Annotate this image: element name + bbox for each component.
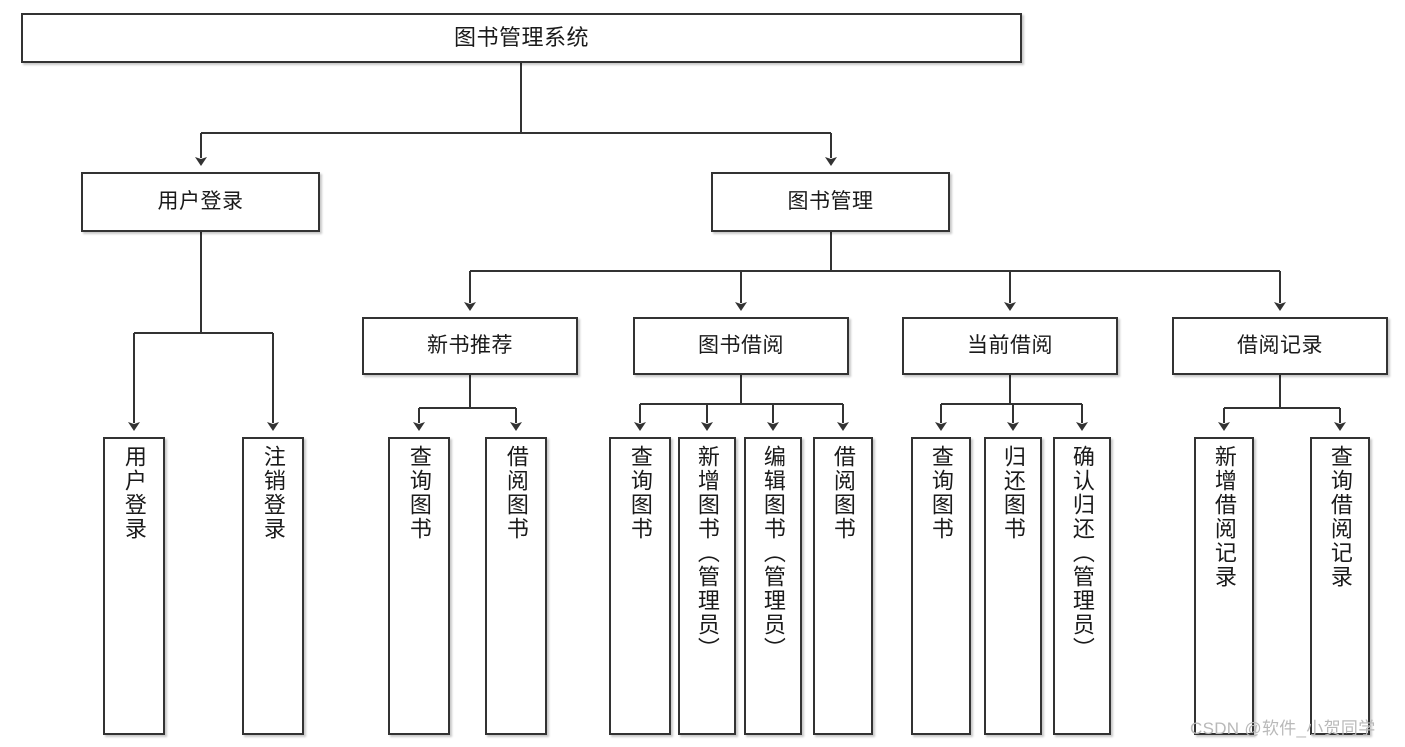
node-book-management-label: 图书管理 [787,190,874,214]
node-leaf-query-book-borrow-label: 查询图书 [627,445,653,541]
node-leaf-query-book-recommend[interactable]: 查询图书 [388,437,450,735]
node-leaf-add-book[interactable]: 新增图书（管理员） [678,437,736,735]
node-leaf-borrow-book-recommend[interactable]: 借阅图书 [485,437,547,735]
node-borrow-record[interactable]: 借阅记录 [1172,317,1388,375]
node-book-borrow-label: 图书借阅 [698,334,784,358]
node-leaf-logout-label: 注销登录 [260,445,286,541]
node-leaf-return-book-label: 归还图书 [1000,445,1026,541]
node-current-borrow-label: 当前借阅 [967,334,1053,358]
node-leaf-borrow-book[interactable]: 借阅图书 [813,437,873,735]
node-current-borrow[interactable]: 当前借阅 [902,317,1118,375]
node-leaf-edit-book[interactable]: 编辑图书（管理员） [744,437,802,735]
node-leaf-query-book-borrow[interactable]: 查询图书 [609,437,671,735]
node-leaf-add-borrow-record-label: 新增借阅记录 [1211,445,1237,589]
node-leaf-query-book-current[interactable]: 查询图书 [911,437,971,735]
node-root-label: 图书管理系统 [453,24,589,50]
node-new-book-recommend[interactable]: 新书推荐 [362,317,578,375]
node-leaf-query-book-recommend-label: 查询图书 [406,445,432,541]
node-leaf-query-borrow-record-label: 查询借阅记录 [1327,445,1353,589]
node-leaf-query-book-current-label: 查询图书 [928,445,954,541]
node-book-borrow[interactable]: 图书借阅 [633,317,849,375]
node-leaf-add-borrow-record[interactable]: 新增借阅记录 [1194,437,1254,735]
node-leaf-confirm-return-label: 确认归还（管理员） [1069,445,1095,661]
node-leaf-edit-book-label: 编辑图书（管理员） [760,445,786,661]
node-leaf-user-login-label: 用户登录 [121,445,147,541]
node-user-login-label: 用户登录 [157,190,244,214]
watermark: CSDN @软件_小贺同学 [1190,719,1376,738]
node-leaf-user-login[interactable]: 用户登录 [103,437,165,735]
node-book-management[interactable]: 图书管理 [711,172,950,232]
node-leaf-logout[interactable]: 注销登录 [242,437,304,735]
node-new-book-recommend-label: 新书推荐 [427,334,513,358]
node-leaf-confirm-return[interactable]: 确认归还（管理员） [1053,437,1111,735]
node-user-login[interactable]: 用户登录 [81,172,320,232]
node-leaf-return-book[interactable]: 归还图书 [984,437,1042,735]
node-leaf-add-book-label: 新增图书（管理员） [694,445,720,661]
node-leaf-borrow-book-label: 借阅图书 [830,445,856,541]
node-leaf-borrow-book-recommend-label: 借阅图书 [503,445,529,541]
node-leaf-query-borrow-record[interactable]: 查询借阅记录 [1310,437,1370,735]
node-root[interactable]: 图书管理系统 [21,13,1022,63]
node-borrow-record-label: 借阅记录 [1237,334,1323,358]
